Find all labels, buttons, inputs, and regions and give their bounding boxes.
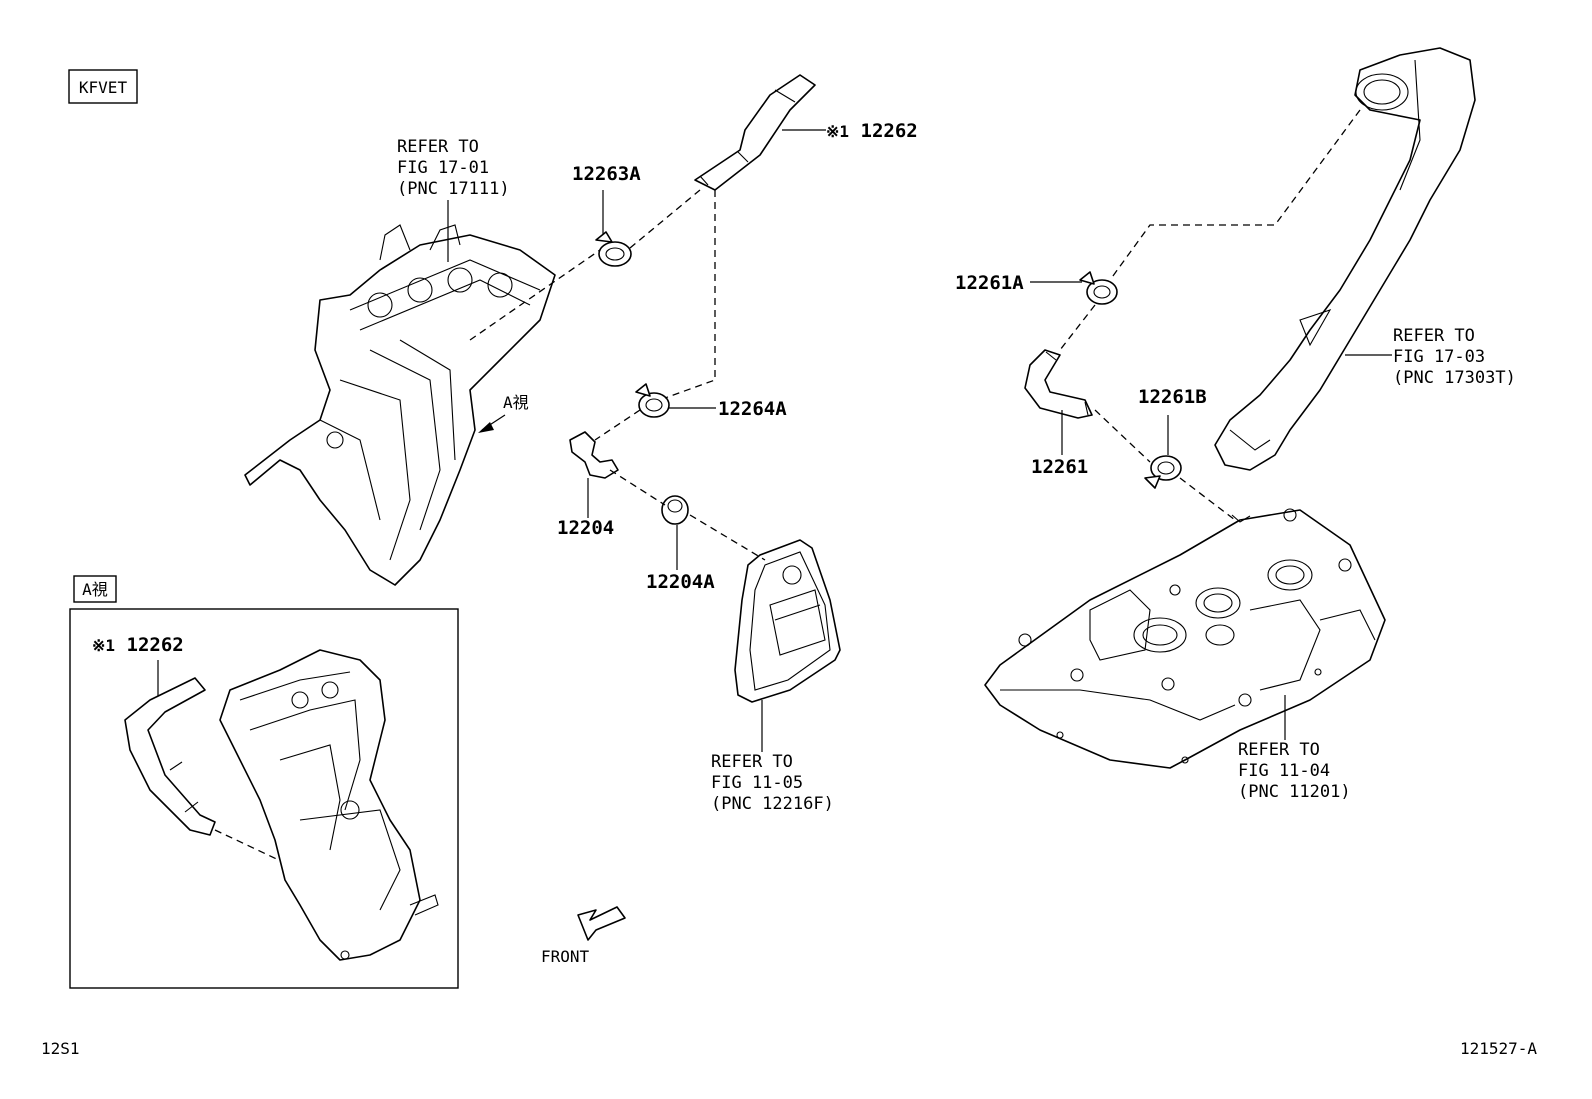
footer-right-code: 121527-A bbox=[1460, 1039, 1537, 1058]
view-a-inset: ※1 12262 bbox=[69, 608, 459, 989]
view-a-arrow: A視 bbox=[478, 393, 529, 433]
engine-code-box: KFVET bbox=[68, 69, 138, 104]
intake-manifold-ref: REFER TO FIG 17-01 (PNC 17111) bbox=[397, 137, 510, 262]
svg-text:※1 12262: ※1 12262 bbox=[92, 634, 184, 656]
svg-text:12261B: 12261B bbox=[1138, 386, 1207, 408]
hose-12261: 12261 bbox=[1024, 349, 1093, 478]
svg-text:12261: 12261 bbox=[1031, 456, 1088, 478]
svg-text:A視: A視 bbox=[503, 393, 529, 412]
svg-text:A視: A視 bbox=[82, 580, 108, 599]
svg-text:12264A: 12264A bbox=[718, 398, 787, 420]
svg-text:(PNC 11201): (PNC 11201) bbox=[1238, 782, 1351, 802]
svg-text:12204: 12204 bbox=[557, 517, 614, 539]
clamp-12261A: 12261A bbox=[955, 271, 1118, 305]
svg-text:(PNC 12216F): (PNC 12216F) bbox=[711, 794, 834, 814]
pcv-valve-12204: 12204 bbox=[557, 431, 619, 539]
front-arrow: FRONT bbox=[541, 906, 626, 966]
gasket-plate: REFER TO FIG 11-05 (PNC 12216F) bbox=[711, 539, 841, 814]
svg-text:12204A: 12204A bbox=[646, 571, 715, 593]
clamp-12264A: 12264A bbox=[635, 383, 787, 420]
clamp-12261B: 12261B bbox=[1138, 386, 1207, 489]
grommet-12204A: 12204A bbox=[646, 495, 715, 593]
hose-12262: ※1 12262 bbox=[694, 74, 918, 191]
svg-text:12263A: 12263A bbox=[572, 163, 641, 185]
svg-text:FIG 11-05: FIG 11-05 bbox=[711, 773, 803, 793]
svg-text:(PNC 17111): (PNC 17111) bbox=[397, 179, 510, 199]
svg-text:12261A: 12261A bbox=[955, 272, 1024, 294]
intake-manifold bbox=[244, 224, 556, 586]
air-intake-hose: REFER TO FIG 17-03 (PNC 17303T) bbox=[1214, 47, 1516, 471]
svg-text:REFER TO: REFER TO bbox=[1393, 326, 1475, 346]
svg-text:FRONT: FRONT bbox=[541, 947, 590, 966]
svg-text:FIG 17-01: FIG 17-01 bbox=[397, 158, 489, 178]
cylinder-head-cover: REFER TO FIG 11-04 (PNC 11201) bbox=[984, 508, 1386, 802]
svg-text:FIG 11-04: FIG 11-04 bbox=[1238, 761, 1330, 781]
svg-text:※1 12262: ※1 12262 bbox=[826, 120, 918, 142]
clamp-12263A: 12263A bbox=[572, 163, 641, 267]
svg-text:FIG 17-03: FIG 17-03 bbox=[1393, 347, 1485, 367]
svg-text:REFER TO: REFER TO bbox=[711, 752, 793, 772]
engine-code: KFVET bbox=[79, 78, 128, 97]
view-a-tag: A視 bbox=[73, 575, 117, 603]
footer-left-code: 12S1 bbox=[41, 1039, 80, 1058]
svg-text:REFER TO: REFER TO bbox=[1238, 740, 1320, 760]
svg-text:REFER TO: REFER TO bbox=[397, 137, 479, 157]
svg-text:(PNC 17303T): (PNC 17303T) bbox=[1393, 368, 1516, 388]
